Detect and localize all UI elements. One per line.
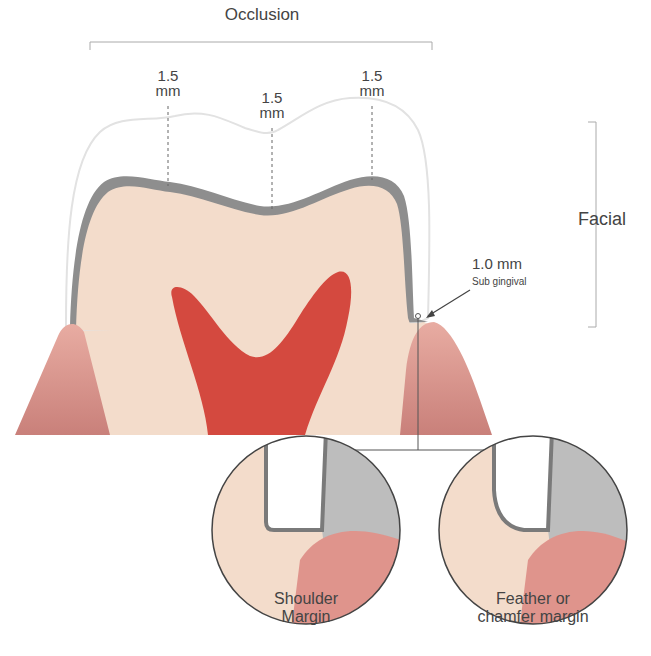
bracket [90,42,432,50]
dimension: 1.5 mm [260,90,285,120]
prepared-tooth [76,186,412,330]
detail-label: Feather or chamfer margin [468,590,598,625]
gingiva [15,324,110,435]
dimension: 1.5 mm [360,68,385,98]
thickness-line [372,106,373,180]
thickness-line [168,106,169,186]
axis-label: Occlusion [225,6,300,25]
dimension: 1.5 mm [156,68,181,98]
gingiva [400,322,492,435]
detail-label: Shoulder Margin [256,590,356,625]
dimension: 1.0 mm [472,256,522,273]
shoulder-detail [200,430,420,640]
margin-point [416,314,421,319]
pulp [171,272,351,435]
note: Sub gingival [472,276,526,287]
thickness-line [272,128,273,212]
crown [66,98,429,330]
axis-label: Facial [578,210,626,230]
cement-layer [70,176,428,330]
arrowhead [426,310,435,318]
chamfer-detail [430,430,650,640]
leader-line [428,290,470,316]
detail-connector [306,318,533,450]
